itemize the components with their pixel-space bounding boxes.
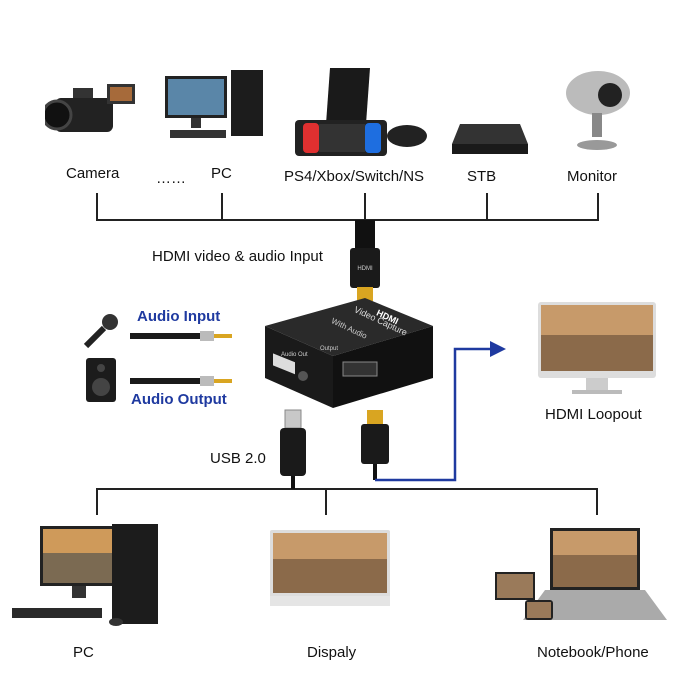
usb-label: USB 2.0: [210, 450, 266, 467]
target-display-icon: [270, 530, 390, 606]
game-console-icon: [295, 68, 427, 156]
microphone-icon: [83, 314, 118, 349]
hdmi-loopout-label: HDMI Loopout: [545, 406, 642, 423]
port-audio-out-label: Audio Out: [281, 352, 308, 358]
set-top-box-icon: [452, 124, 528, 154]
source-label-pc: PC: [211, 165, 232, 182]
audio-input-label: Audio Input: [137, 308, 221, 325]
capture-box: [265, 298, 433, 408]
source-label-stb: STB: [467, 168, 497, 185]
target-label-pc: PC: [73, 644, 94, 661]
port-output-label: Output: [320, 346, 339, 352]
source-label-camera: Camera: [66, 165, 120, 182]
security-camera-icon: [566, 71, 630, 150]
target-laptop-phone-icon: [495, 528, 667, 620]
source-label-more: ……: [156, 170, 186, 187]
target-pc-icon: [12, 524, 158, 626]
source-label-console: PS4/Xbox/Switch/NS: [284, 168, 425, 185]
target-label-notebook-phone: Notebook/Phone: [537, 644, 649, 661]
hdmi-input-label: HDMI video & audio Input: [152, 248, 323, 265]
source-label-monitor: Monitor: [567, 168, 618, 185]
svg-text:HDMI: HDMI: [357, 266, 373, 272]
desktop-pc-icon: [165, 70, 263, 138]
audio-output-label: Audio Output: [131, 391, 227, 408]
camcorder-icon: [45, 84, 135, 132]
target-label-display: Dispaly: [307, 644, 357, 661]
loopout-monitor-icon: [538, 302, 656, 394]
speaker-icon: [86, 358, 116, 402]
